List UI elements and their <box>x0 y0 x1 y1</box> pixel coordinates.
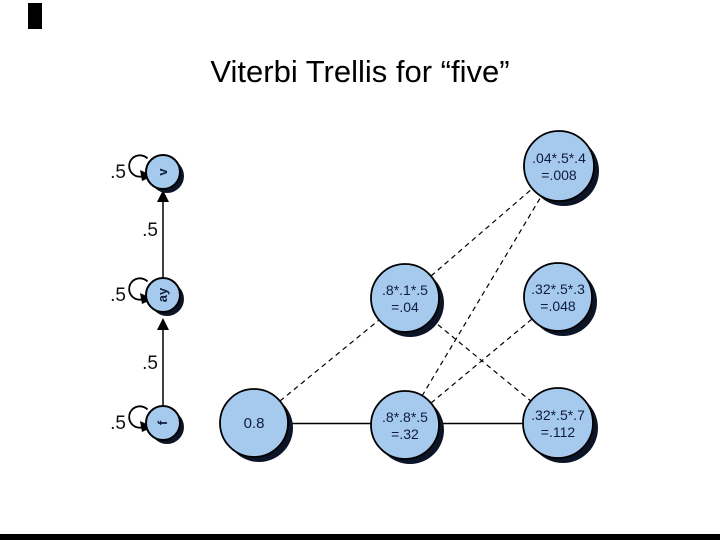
trellis-node-t3v <box>523 130 595 202</box>
trellis-node-t1f <box>219 388 289 458</box>
self-loop-prob-f: .5 <box>110 413 126 434</box>
state-node-f <box>145 405 181 441</box>
self-loop-prob-ay: .5 <box>110 285 126 306</box>
trellis-node-t3f-formula: .32*.5*.7 <box>531 407 585 423</box>
state-node-ay <box>145 277 181 313</box>
trellis-node-t3f-result: =.112 <box>541 424 576 440</box>
slide-corner-mark <box>28 3 42 29</box>
trellis-node-t3f <box>522 387 594 459</box>
trellis-node-t3ay-result: =.048 <box>540 298 576 314</box>
trellis-node-t3ay-formula: .32*.5*.3 <box>531 281 585 297</box>
arrowhead-up-icon <box>157 318 169 330</box>
transition-prob-ay-v: .5 <box>142 220 158 241</box>
arrowhead-up-icon <box>157 190 169 202</box>
slide-title: Viterbi Trellis for “five” <box>210 54 509 89</box>
trellis-node-t2f <box>370 390 440 460</box>
slide-bottom-bar <box>0 534 720 540</box>
self-loop-prob-v: .5 <box>110 162 126 183</box>
edge-t2ay-t3v <box>430 187 534 277</box>
state-label-f: f <box>155 420 170 425</box>
trellis-node-t1f-value: 0.8 <box>244 415 265 432</box>
edge-t2f-t3ay <box>430 318 533 404</box>
edge-t2f-t3v <box>421 194 543 397</box>
trellis-node-t2ay <box>370 263 440 333</box>
trellis-node-t2ay-formula: .8*.1*.5 <box>382 282 428 298</box>
trellis-node-t3v-result: =.008 <box>541 167 577 183</box>
trellis-node-t2ay-result: =.04 <box>391 299 419 315</box>
trellis-node-t2f-formula: .8*.8*.5 <box>382 409 428 425</box>
trellis-node-t3v-formula: .04*.5*.4 <box>532 150 586 166</box>
state-node-v <box>145 154 181 190</box>
transition-prob-f-ay: .5 <box>142 353 158 374</box>
state-label-v: v <box>155 168 170 176</box>
trellis-node-t3ay <box>523 262 593 332</box>
trellis-node-t2f-result: =.32 <box>391 426 419 442</box>
state-label-ay: ay <box>155 287 170 302</box>
edge-t1f-t2ay <box>279 319 380 402</box>
